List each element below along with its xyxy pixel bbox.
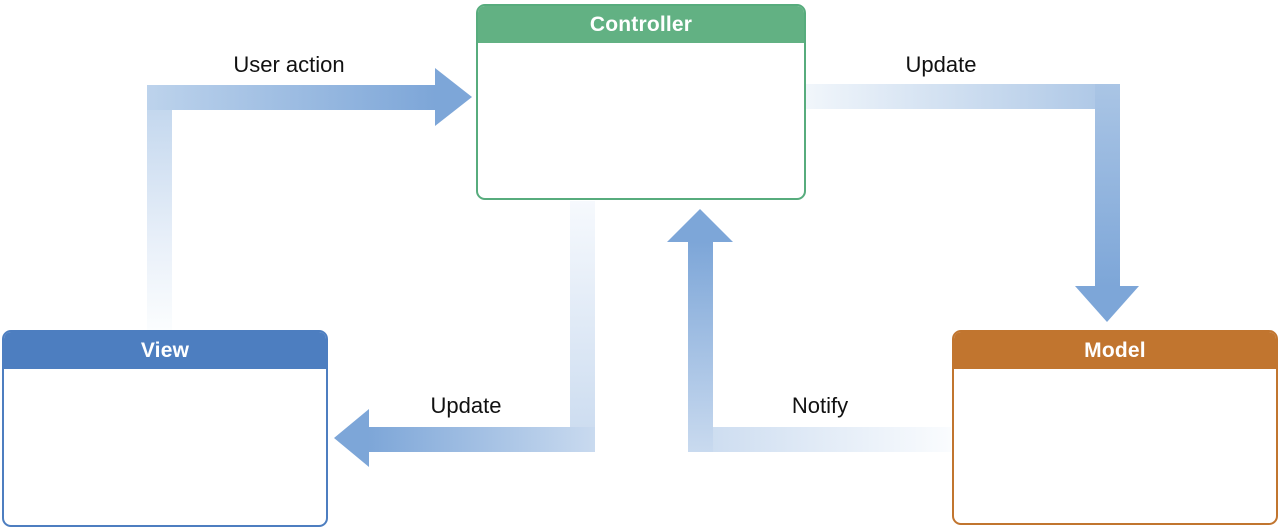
arrow-update-model-arrowhead-icon [1075,286,1139,322]
arrow-update-view-horizontal-segment [368,427,595,452]
arrow-update-view-vertical-segment [570,201,595,452]
arrow-notify-vertical-segment [688,242,713,452]
arrow-notify-horizontal-segment [688,427,951,452]
node-controller-header: Controller [478,6,804,43]
arrow-user-action-horizontal-segment [147,85,435,110]
arrow-update-model-horizontal-segment [806,84,1120,109]
node-model-header: Model [954,332,1276,369]
node-view-header: View [4,332,326,369]
node-view-title: View [140,338,190,362]
edge-label-update-model: Update [905,52,977,77]
arrow-notify-arrowhead-icon [667,209,733,242]
arrow-user-action-vertical-segment [147,85,172,330]
node-controller-title: Controller [589,12,693,36]
arrow-update-model-vertical-segment [1095,84,1120,287]
edge-label-notify: Notify [791,393,849,418]
arrow-user-action-arrowhead-icon [435,68,472,126]
node-model: Model [952,330,1278,525]
arrow-update-view-arrowhead-icon [334,409,369,467]
node-view: View [2,330,328,527]
node-model-title: Model [1084,338,1146,362]
edge-label-user-action: User action [233,52,345,77]
edge-label-update-view: Update [430,393,502,418]
node-controller: Controller [476,4,806,200]
